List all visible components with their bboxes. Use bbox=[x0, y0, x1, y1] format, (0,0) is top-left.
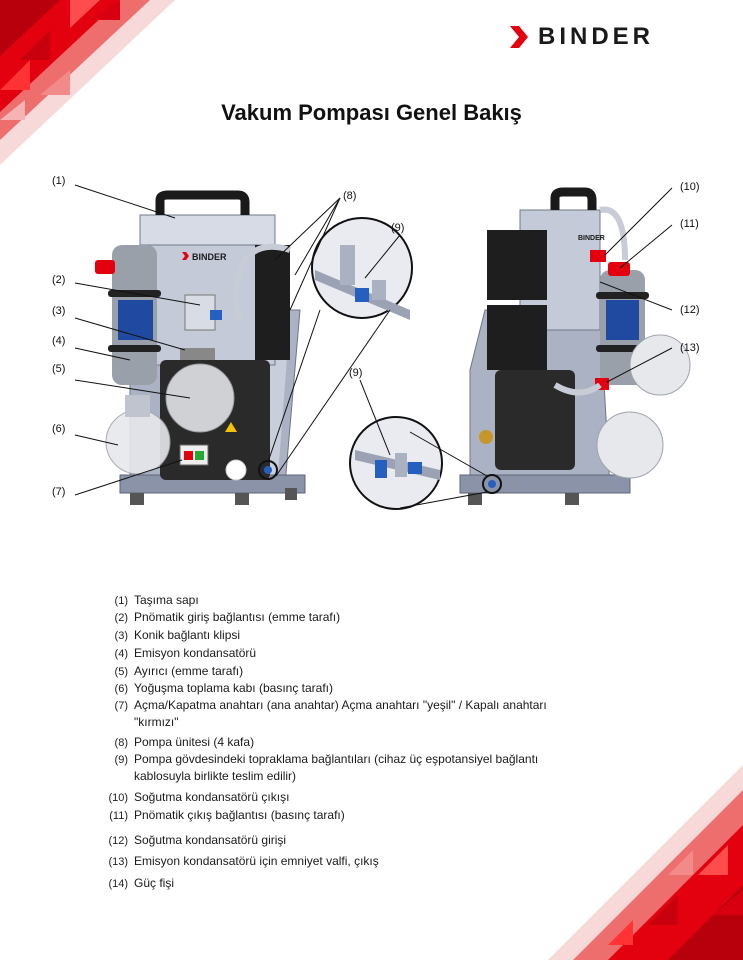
legend-number: (6) bbox=[114, 683, 128, 695]
legend-item-13: (13) Emisyon kondansatörü için emniyet v… bbox=[100, 853, 584, 870]
legend-item-3: (3) Konik bağlantı klipsi bbox=[100, 627, 584, 644]
legend-text: Emisyon kondansatörü bbox=[134, 646, 257, 660]
legend-text: Soğutma kondansatörü çıkışı bbox=[134, 790, 290, 804]
zoom-detail-grounding-top bbox=[311, 217, 413, 320]
callout-9-top: (9) bbox=[391, 222, 405, 234]
page-title: Vakum Pompası Genel Bakış bbox=[221, 100, 522, 125]
callout-1: (1) bbox=[52, 175, 66, 187]
callout-8: (8) bbox=[343, 190, 357, 202]
legend-number: (10) bbox=[108, 792, 128, 804]
callout-5: (5) bbox=[52, 363, 66, 375]
legend-item-2: (2) Pnömatik giriş bağlantısı (emme tara… bbox=[100, 609, 584, 626]
legend-number: (13) bbox=[108, 856, 128, 868]
legend-text: Güç fişi bbox=[134, 876, 175, 890]
legend-text: Konik bağlantı klipsi bbox=[134, 628, 241, 642]
legend-number: (1) bbox=[114, 595, 128, 607]
callout-7: (7) bbox=[52, 486, 66, 498]
callout-11: (11) bbox=[680, 218, 699, 230]
legend-text: Açma/Kapatma anahtarı (ana anahtar) Açma… bbox=[134, 698, 547, 729]
legend-number: (5) bbox=[114, 666, 128, 678]
legend-text: Pnömatik çıkış bağlantısı (basınç tarafı… bbox=[134, 808, 345, 822]
legend-item-14: (14) Güç fişi bbox=[100, 875, 584, 892]
svg-text:BINDER: BINDER bbox=[578, 235, 605, 242]
legend-number: (12) bbox=[108, 835, 128, 847]
callout-9-bottom: (9) bbox=[349, 367, 363, 379]
legend-item-11: (11) Pnömatik çıkış bağlantısı (basınç t… bbox=[100, 807, 584, 824]
legend-text: Pompa ünitesi (4 kafa) bbox=[134, 735, 255, 749]
corner-decoration-bottom-right bbox=[548, 765, 743, 960]
legend-item-12: (12) Soğutma kondansatörü girişi bbox=[100, 832, 584, 849]
callout-12: (12) bbox=[680, 304, 700, 316]
legend-item-4: (4) Emisyon kondansatörü bbox=[100, 645, 584, 662]
legend-text: Emisyon kondansatörü için emniyet valfi,… bbox=[134, 854, 379, 868]
svg-text:BINDER: BINDER bbox=[192, 252, 227, 262]
callout-6: (6) bbox=[52, 423, 66, 435]
brand-name: BINDER bbox=[538, 23, 655, 50]
legend-text: Yoğuşma toplama kabı (basınç tarafı) bbox=[134, 681, 333, 695]
legend-text: Soğutma kondansatörü girişi bbox=[134, 833, 287, 847]
brand-logo: BINDER bbox=[510, 24, 654, 50]
legend-number: (11) bbox=[109, 810, 128, 822]
pump-illustration: BINDER bbox=[74, 184, 691, 510]
legend-number: (4) bbox=[114, 648, 128, 660]
front-view-device: BINDER bbox=[95, 190, 306, 505]
callout-2: (2) bbox=[52, 274, 66, 286]
legend-item-6: (6) Yoğuşma toplama kabı (basınç tarafı) bbox=[100, 680, 584, 697]
legend-item-10: (10) Soğutma kondansatörü çıkışı bbox=[100, 789, 584, 806]
legend-item-5: (5) Ayırıcı (emme tarafı) bbox=[100, 663, 584, 680]
callout-3: (3) bbox=[52, 305, 66, 317]
corner-decoration-top-left bbox=[0, 0, 175, 165]
legend-number: (2) bbox=[114, 612, 128, 624]
callout-13: (13) bbox=[680, 342, 700, 354]
legend-text: Pnömatik giriş bağlantısı (emme tarafı) bbox=[134, 610, 341, 624]
legend-item-8: (8) Pompa ünitesi (4 kafa) bbox=[100, 734, 584, 751]
legend-number: (3) bbox=[114, 630, 128, 642]
legend-text: Pompa gövdesindeki topraklama bağlantıla… bbox=[134, 752, 539, 783]
legend-number: (9) bbox=[114, 754, 128, 766]
rear-view-device: BINDER bbox=[459, 187, 691, 505]
pump-overview-figure: BINDER bbox=[0, 170, 743, 530]
legend-text: Ayırıcı (emme tarafı) bbox=[134, 664, 244, 678]
logo-arrow-icon bbox=[510, 26, 528, 48]
zoom-detail-grounding-bottom bbox=[349, 416, 443, 510]
legend-number: (7) bbox=[114, 700, 128, 712]
legend-text: Taşıma sapı bbox=[134, 593, 199, 607]
legend-item-1: (1) Taşıma sapı bbox=[100, 592, 584, 609]
legend-number: (14) bbox=[108, 878, 128, 890]
callout-4: (4) bbox=[52, 335, 66, 347]
callout-10: (10) bbox=[680, 181, 700, 193]
legend-item-7: (7) Açma/Kapatma anahtarı (ana anahtar) … bbox=[100, 697, 584, 731]
legend-item-9: (9) Pompa gövdesindeki topraklama bağlan… bbox=[100, 751, 584, 785]
legend-number: (8) bbox=[114, 737, 128, 749]
